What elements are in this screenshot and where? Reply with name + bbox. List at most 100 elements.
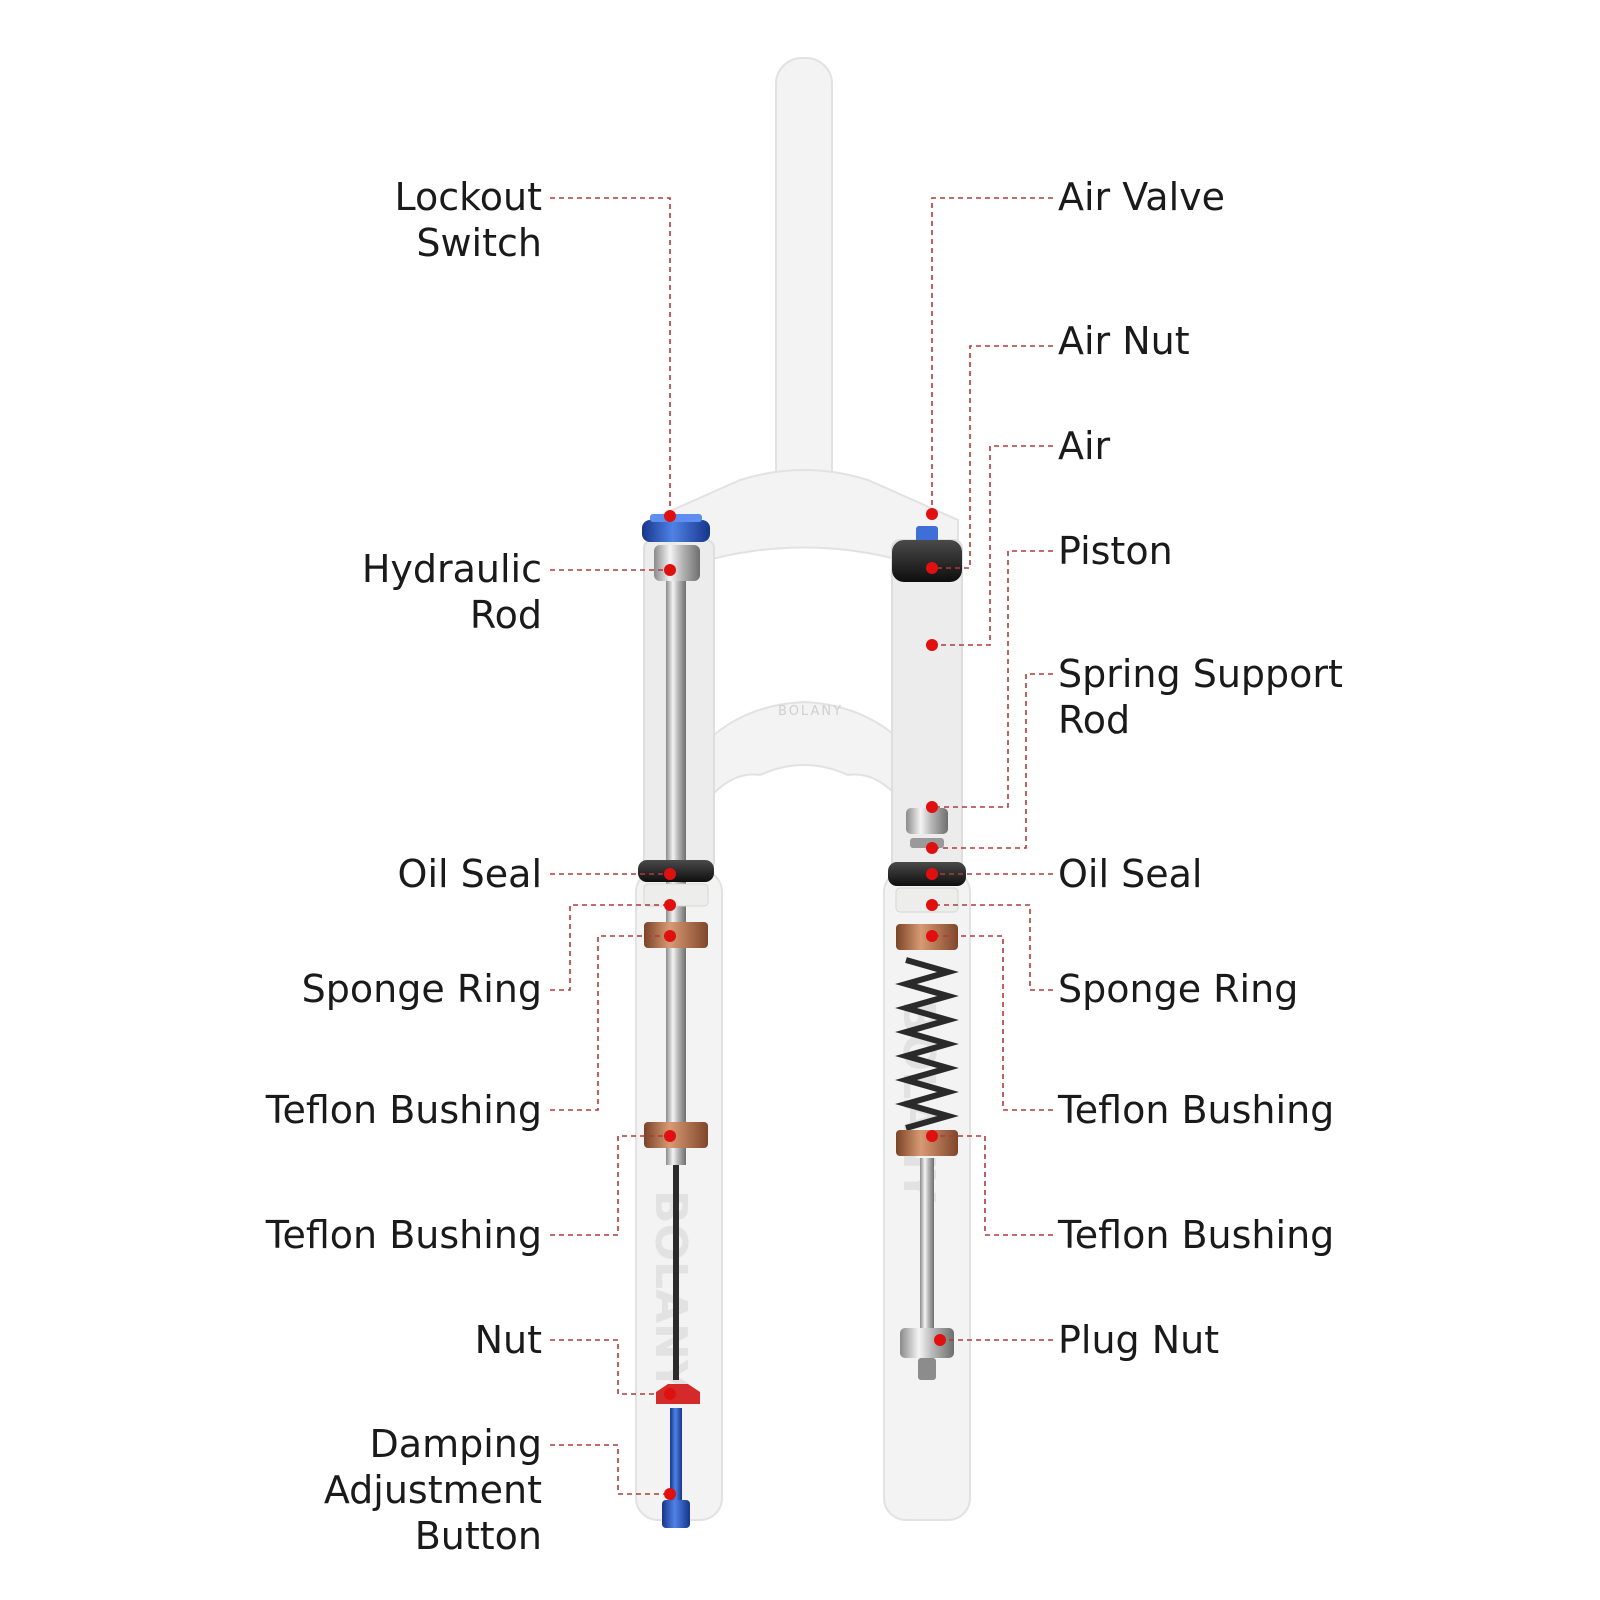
dot-sponge-ring-left: [664, 899, 676, 911]
label-sponge-ring-left: Sponge Ring: [302, 966, 542, 1012]
label-plug-nut: Plug Nut: [1058, 1317, 1219, 1363]
leader-lines: [550, 197, 1053, 1495]
label-line: Air: [1058, 424, 1111, 468]
arch-brand-text: BOLANY: [778, 704, 843, 719]
lockout-knob-top: [650, 514, 702, 522]
plug-nut-bolt: [918, 1358, 936, 1380]
dot-air: [926, 639, 938, 651]
leader-air-nut: [932, 345, 1053, 569]
marker-dots: [664, 508, 946, 1500]
leader-air: [932, 445, 1053, 646]
leader-air-valve: [931, 197, 1053, 514]
leader-nut: [550, 1339, 670, 1395]
leader-teflon-bushing-left-lower: [550, 1135, 670, 1236]
label-teflon-bushing-left-lower: Teflon Bushing: [266, 1212, 542, 1258]
label-line: Damping: [369, 1422, 542, 1466]
bushing-left-lower-part: [644, 1122, 708, 1148]
dot-sponge-ring-right: [926, 899, 938, 911]
dot-air-nut: [926, 562, 938, 574]
dot-oil-seal-right: [926, 868, 938, 880]
label-teflon-bushing-left-upper: Teflon Bushing: [266, 1087, 542, 1133]
label-line: Air Valve: [1058, 175, 1226, 219]
label-oil-seal-left: Oil Seal: [398, 851, 542, 897]
fork-silhouette: BOLANY BOLANY BOLANY: [635, 57, 971, 1521]
label-line: Switch: [416, 221, 542, 265]
label-lockout-switch: Lockout Switch: [394, 174, 542, 266]
label-piston: Piston: [1058, 528, 1173, 574]
spring-rod-lower: [920, 1158, 934, 1328]
right-spring-internals: [888, 526, 966, 1380]
label-line: Rod: [1058, 698, 1131, 742]
hydraulic-rod-cap: [654, 545, 700, 581]
dot-teflon-bushing-right-lower: [926, 1130, 938, 1142]
air-valve-part: [916, 526, 938, 542]
label-line: Button: [414, 1514, 542, 1558]
label-line: Nut: [474, 1318, 542, 1362]
label-damping-adjustment-button: Damping Adjustment Button: [324, 1421, 542, 1559]
label-line: Air Nut: [1058, 319, 1190, 363]
leader-teflon-bushing-left-upper: [550, 935, 670, 1111]
coil-spring: [895, 957, 959, 1131]
dot-teflon-bushing-left-lower: [664, 1130, 676, 1142]
label-sponge-ring-right: Sponge Ring: [1058, 966, 1298, 1012]
left-leg-watermark: BOLANY: [645, 1190, 696, 1393]
label-hydraulic-rod: Hydraulic Rod: [362, 546, 542, 638]
label-teflon-bushing-right-lower: Teflon Bushing: [1058, 1212, 1334, 1258]
label-line: Sponge Ring: [301, 967, 542, 1011]
leader-sponge-ring-right: [932, 904, 1053, 991]
leader-lockout-switch: [550, 197, 671, 516]
dot-piston: [926, 801, 938, 813]
leader-piston: [932, 550, 1053, 808]
label-line: Lockout: [394, 175, 542, 219]
bushing-left-upper-part: [644, 922, 708, 948]
label-oil-seal-right: Oil Seal: [1058, 851, 1202, 897]
label-line: Teflon Bushing: [265, 1088, 542, 1132]
label-line: Hydraulic: [361, 547, 542, 591]
label-air-nut: Air Nut: [1058, 318, 1190, 364]
dot-damping-adjustment-button: [664, 1488, 676, 1500]
plug-nut-part: [900, 1328, 954, 1358]
label-line: Adjustment: [323, 1468, 542, 1512]
label-line: Plug Nut: [1058, 1318, 1220, 1362]
label-nut: Nut: [475, 1317, 542, 1363]
sponge-ring-left-part: [643, 883, 709, 907]
dot-hydraulic-rod: [664, 564, 676, 576]
leader-teflon-bushing-right-upper: [932, 935, 1053, 1111]
label-line: Teflon Bushing: [1058, 1213, 1335, 1257]
dot-plug-nut: [934, 1334, 946, 1346]
label-line: Teflon Bushing: [1058, 1088, 1335, 1132]
dot-nut: [664, 1388, 676, 1400]
damping-button-knob: [662, 1500, 690, 1528]
label-line: Sponge Ring: [1058, 967, 1299, 1011]
dot-spring-support-rod: [926, 842, 938, 854]
oil-seal-left-part: [638, 860, 714, 882]
leader-sponge-ring-left: [550, 904, 670, 991]
label-air: Air: [1058, 423, 1110, 469]
arch: [699, 700, 909, 814]
label-line: Spring Support: [1058, 652, 1343, 696]
label-line: Rod: [469, 593, 542, 637]
label-teflon-bushing-right-upper: Teflon Bushing: [1058, 1087, 1334, 1133]
dot-teflon-bushing-left-upper: [664, 930, 676, 942]
air-nut-part: [892, 540, 962, 582]
damper-needle: [673, 1165, 679, 1380]
lockout-knob: [642, 520, 710, 542]
leader-teflon-bushing-right-lower: [932, 1135, 1053, 1236]
dot-air-valve: [926, 508, 938, 520]
label-spring-support-rod: Spring Support Rod: [1058, 651, 1343, 743]
damping-button-shaft: [670, 1408, 682, 1500]
dot-oil-seal-left: [664, 868, 676, 880]
dot-lockout-switch: [664, 510, 676, 522]
label-line: Oil Seal: [397, 852, 542, 896]
piston-part: [906, 808, 948, 834]
label-air-valve: Air Valve: [1058, 174, 1225, 220]
label-line: Teflon Bushing: [265, 1213, 542, 1257]
sponge-ring-right-part: [895, 887, 959, 913]
label-line: Oil Seal: [1058, 852, 1203, 896]
label-line: Piston: [1058, 529, 1173, 573]
leader-damping-adjustment-button: [550, 1444, 670, 1495]
dot-teflon-bushing-right-upper: [926, 930, 938, 942]
leader-spring-support-rod: [932, 673, 1053, 849]
steerer-tube: [775, 57, 833, 519]
